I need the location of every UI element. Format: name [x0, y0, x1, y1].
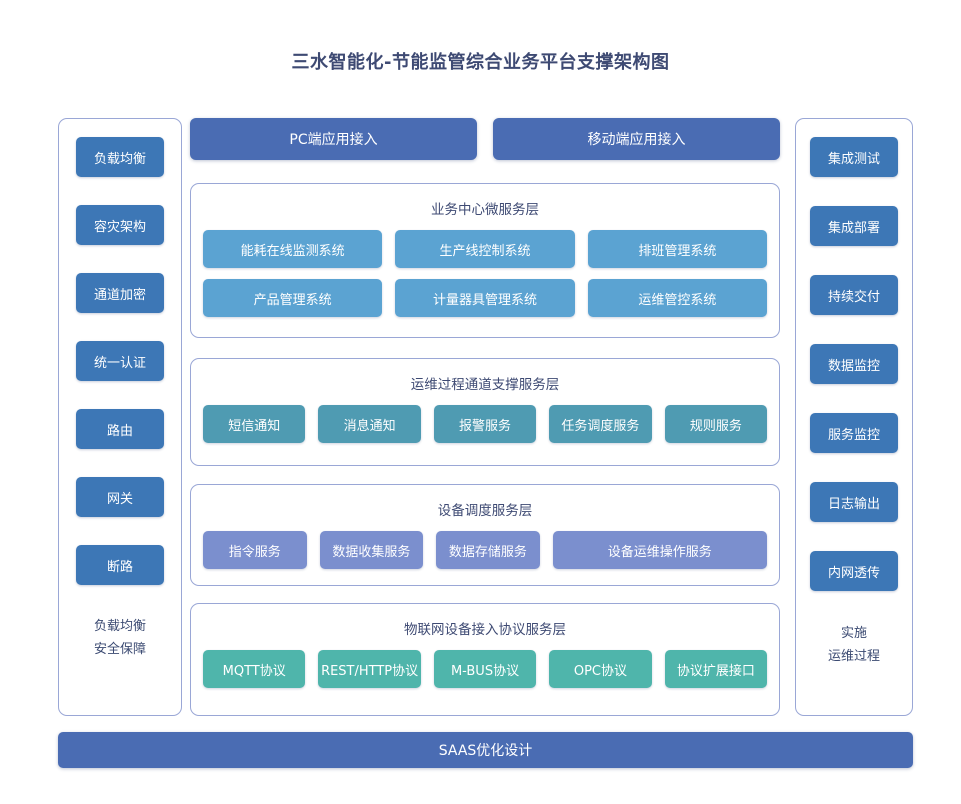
layer-ops-channel-support: 运维过程通道支撑服务层 短信通知 消息通知 报警服务 任务调度服务 规则服务	[190, 358, 780, 466]
page-title: 三水智能化-节能监管综合业务平台支撑架构图	[291, 52, 670, 73]
chip-rule-service[interactable]: 规则服务	[664, 405, 768, 443]
right-sidebar-panel: 集成测试 集成部署 持续交付 数据监控 服务监控 日志输出 内网透传 实施 运维…	[795, 118, 913, 716]
access-button-row: PC端应用接入 移动端应用接入	[190, 118, 780, 160]
sidebar-item-integration-deploy[interactable]: 集成部署	[810, 206, 898, 246]
layer-title-business: 业务中心微服务层	[431, 202, 539, 218]
layer-business-microservice: 业务中心微服务层 能耗在线监测系统 生产线控制系统 排班管理系统 产品管理系统 …	[190, 183, 780, 338]
sidebar-item-circuit-breaker[interactable]: 断路	[76, 545, 164, 585]
layer-title-protocol: 物联网设备接入协议服务层	[404, 622, 566, 638]
chip-row: 短信通知 消息通知 报警服务 任务调度服务 规则服务	[203, 405, 768, 443]
chip-device-ops-operation-service[interactable]: 设备运维操作服务	[552, 531, 767, 569]
chip-sms-notification[interactable]: 短信通知	[203, 405, 306, 443]
chip-row: 指令服务 数据收集服务 数据存储服务 设备运维操作服务	[203, 531, 767, 569]
layer-iot-protocol-service: 物联网设备接入协议服务层 MQTT协议 REST/HTTP协议 M-BUS协议 …	[190, 603, 780, 716]
chip-task-scheduling-service[interactable]: 任务调度服务	[549, 405, 652, 443]
chip-row: 能耗在线监测系统 生产线控制系统 排班管理系统	[203, 230, 767, 268]
chip-alarm-service[interactable]: 报警服务	[433, 405, 537, 443]
sidebar-item-unified-auth[interactable]: 统一认证	[76, 341, 164, 381]
sidebar-item-channel-encryption[interactable]: 通道加密	[76, 273, 164, 313]
left-sidebar-panel: 负载均衡 容灾架构 通道加密 统一认证 路由 网关 断路 负载均衡 安全保障	[58, 118, 182, 716]
right-sidebar-footer-line2: 运维过程	[827, 649, 880, 664]
sidebar-item-routing[interactable]: 路由	[76, 409, 164, 449]
chip-product-management-system[interactable]: 产品管理系统	[203, 279, 383, 317]
chip-data-storage-service[interactable]: 数据存储服务	[436, 531, 540, 569]
right-sidebar-footer-line1: 实施	[840, 626, 867, 641]
sidebar-item-load-balance[interactable]: 负载均衡	[76, 137, 164, 177]
chip-shift-management-system[interactable]: 排班管理系统	[587, 230, 767, 268]
chip-opc-protocol[interactable]: OPC协议	[549, 650, 652, 688]
chip-metering-instrument-management-system[interactable]: 计量器具管理系统	[395, 279, 575, 317]
chip-message-notification[interactable]: 消息通知	[318, 405, 421, 443]
sidebar-item-integration-test[interactable]: 集成测试	[810, 137, 898, 177]
layer-device-scheduling: 设备调度服务层 指令服务 数据收集服务 数据存储服务 设备运维操作服务	[190, 484, 780, 586]
sidebar-item-disaster-recovery[interactable]: 容灾架构	[76, 205, 164, 245]
saas-optimization-bar[interactable]: SAAS优化设计	[58, 732, 913, 768]
chip-production-line-control-system[interactable]: 生产线控制系统	[395, 230, 575, 268]
chip-data-collection-service[interactable]: 数据收集服务	[319, 531, 424, 569]
left-sidebar-footer-line2: 安全保障	[93, 642, 146, 657]
layer-title-device: 设备调度服务层	[437, 503, 533, 519]
sidebar-item-gateway[interactable]: 网关	[76, 477, 164, 517]
access-button-mobile[interactable]: 移动端应用接入	[493, 118, 780, 160]
chip-protocol-extension-interface[interactable]: 协议扩展接口	[664, 650, 768, 688]
chip-ops-control-system[interactable]: 运维管控系统	[587, 279, 767, 317]
right-sidebar-footer: 实施 运维过程	[828, 622, 880, 668]
chip-rest-http-protocol[interactable]: REST/HTTP协议	[318, 650, 421, 688]
chip-mbus-protocol[interactable]: M-BUS协议	[433, 650, 537, 688]
chip-energy-monitoring-system[interactable]: 能耗在线监测系统	[203, 230, 383, 268]
chip-row: 产品管理系统 计量器具管理系统 运维管控系统	[203, 279, 767, 317]
chip-command-service[interactable]: 指令服务	[203, 531, 307, 569]
sidebar-item-log-output[interactable]: 日志输出	[810, 482, 898, 522]
left-sidebar-footer: 负载均衡 安全保障	[94, 615, 146, 661]
sidebar-item-intranet-passthrough[interactable]: 内网透传	[810, 551, 898, 591]
chip-mqtt-protocol[interactable]: MQTT协议	[203, 650, 306, 688]
sidebar-item-service-monitoring[interactable]: 服务监控	[810, 413, 898, 453]
sidebar-item-continuous-delivery[interactable]: 持续交付	[810, 275, 898, 315]
chip-row: MQTT协议 REST/HTTP协议 M-BUS协议 OPC协议 协议扩展接口	[203, 650, 768, 688]
sidebar-item-data-monitoring[interactable]: 数据监控	[810, 344, 898, 384]
access-button-pc[interactable]: PC端应用接入	[190, 118, 477, 160]
layer-title-ops: 运维过程通道支撑服务层	[410, 377, 560, 393]
left-sidebar-footer-line1: 负载均衡	[93, 619, 146, 634]
